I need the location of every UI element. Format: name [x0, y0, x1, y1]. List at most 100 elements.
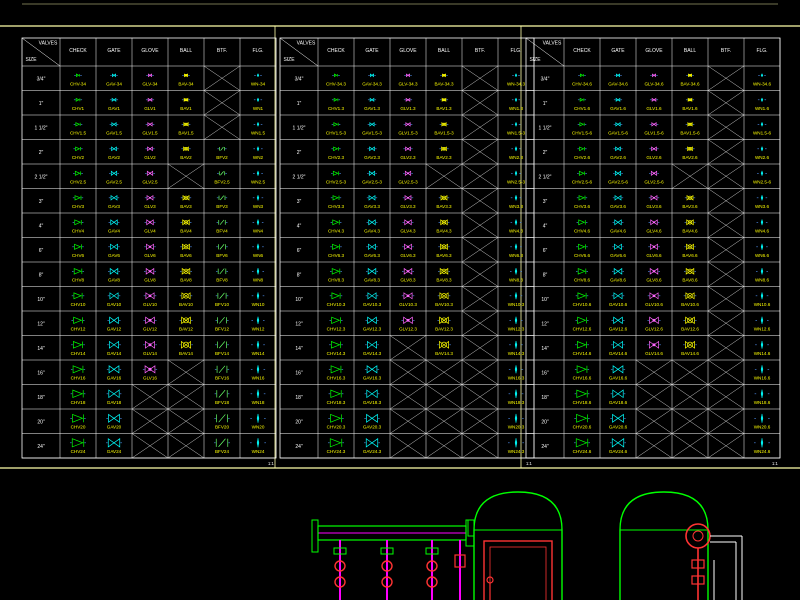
column-header-check: CHECK [573, 48, 591, 54]
block-name-label: BAV2 [180, 155, 192, 160]
block-name-label: GAV6 [108, 253, 120, 258]
block-name-label: WN18.6 [754, 400, 771, 405]
gate-valve-icon [364, 389, 380, 399]
block-name-label: WN20 [252, 425, 265, 430]
gate-valve-icon [109, 170, 119, 176]
ball-valve-icon [683, 292, 697, 300]
gate-valve-icon [106, 413, 122, 423]
block-name-label: GAV2.3 [364, 155, 380, 160]
ball-valve-icon [683, 267, 697, 275]
block-name-label: WN1.6 [755, 106, 769, 111]
ball-valve-icon [179, 292, 193, 300]
weld-neck-flange-icon [512, 73, 520, 78]
row-size-label: 3/4" [541, 76, 550, 82]
ball-valve-icon [439, 122, 449, 127]
globe-valve-icon [648, 243, 660, 251]
block-name-label: CHV16 [71, 376, 86, 381]
weld-neck-flange-icon [756, 218, 768, 226]
block-name-label: GLV10.3 [399, 302, 417, 307]
row-size-label: 6" [543, 248, 548, 254]
ball-valve-icon [181, 122, 191, 127]
scale-label: 1:1 [268, 461, 274, 466]
block-name-label: GAV20.3 [363, 425, 382, 430]
column-header-btf: BTF. [475, 48, 485, 54]
row-size-label: 3/4" [37, 76, 46, 82]
pump-manifold-drawing [311, 491, 743, 600]
weld-neck-flange-icon [755, 340, 769, 349]
block-name-label: GAV3 [108, 204, 120, 209]
ball-valve-icon [684, 194, 696, 201]
block-name-label: BFV24 [215, 449, 229, 454]
block-name-label: GLV2.5-6 [644, 180, 664, 185]
block-name-label: CHV8.6 [574, 278, 591, 283]
weld-neck-flange-icon [508, 438, 524, 448]
block-name-label: BAV3.3 [436, 204, 452, 209]
block-name-label: WN14.6 [754, 351, 771, 356]
block-name-label: WN8.3 [509, 278, 523, 283]
row-size-label: 16" [295, 370, 303, 376]
block-name-label: GAV2.6 [610, 155, 626, 160]
row-size-label: 1" [543, 101, 548, 107]
gate-valve-icon [108, 243, 120, 251]
row-size-label: 2 1/2" [539, 174, 552, 180]
weld-neck-flange-icon [757, 170, 767, 177]
gate-valve-icon [364, 438, 380, 448]
block-name-label: BAV6 [180, 253, 192, 258]
butterfly-valve-icon [215, 292, 229, 299]
gate-valve-icon [366, 194, 378, 201]
check-valve-icon [72, 219, 84, 226]
ball-valve-icon [438, 243, 450, 251]
gate-valve-icon [109, 146, 119, 152]
block-name-label: GLV8.3 [400, 278, 416, 283]
gate-valve-icon [368, 73, 376, 78]
row-size-label: 6" [297, 248, 302, 254]
row-size-label: 20" [541, 419, 549, 425]
gate-valve-icon [110, 73, 118, 78]
check-valve-icon [328, 365, 344, 374]
row-size-label: 8" [297, 272, 302, 278]
header-size: SIZE [25, 57, 37, 63]
ball-valve-icon [180, 243, 192, 251]
block-name-label: GLV4.6 [646, 229, 662, 234]
globe-valve-icon [649, 170, 659, 176]
butterfly-valve-icon [214, 365, 230, 374]
gate-valve-icon [611, 267, 625, 275]
block-name-label: CHV10.6 [573, 302, 592, 307]
block-name-label: GLV2.3 [400, 155, 416, 160]
block-name-label: CHV20.3 [327, 425, 346, 430]
globe-valve-icon [402, 243, 414, 251]
block-name-label: GLV12 [143, 327, 157, 332]
row-size-label: 18" [541, 395, 549, 401]
block-name-label: GLV12.3 [399, 327, 417, 332]
weld-neck-flange-icon [756, 243, 768, 251]
block-name-label: BAV-34.6 [680, 82, 700, 87]
ball-valve-icon [181, 146, 191, 152]
block-name-label: BAV1.6 [682, 106, 698, 111]
weld-neck-flange-icon [253, 145, 263, 152]
row-size-label: 8" [39, 272, 44, 278]
block-name-label: BAV2.6 [682, 155, 698, 160]
row-size-label: 10" [541, 297, 549, 303]
block-name-label: BAV1 [180, 106, 192, 111]
block-name-label: GAV18.6 [609, 400, 628, 405]
gate-valve-icon [106, 438, 122, 448]
column-header-gate: GATE [365, 48, 379, 54]
check-valve-icon [71, 268, 85, 275]
block-name-label: WN12.3 [508, 327, 525, 332]
block-name-label: GAV16.6 [609, 376, 628, 381]
row-size-label: 16" [541, 370, 549, 376]
gate-valve-icon [106, 389, 122, 399]
ball-valve-icon [179, 267, 193, 275]
block-name-label: WN20.3 [508, 425, 525, 430]
